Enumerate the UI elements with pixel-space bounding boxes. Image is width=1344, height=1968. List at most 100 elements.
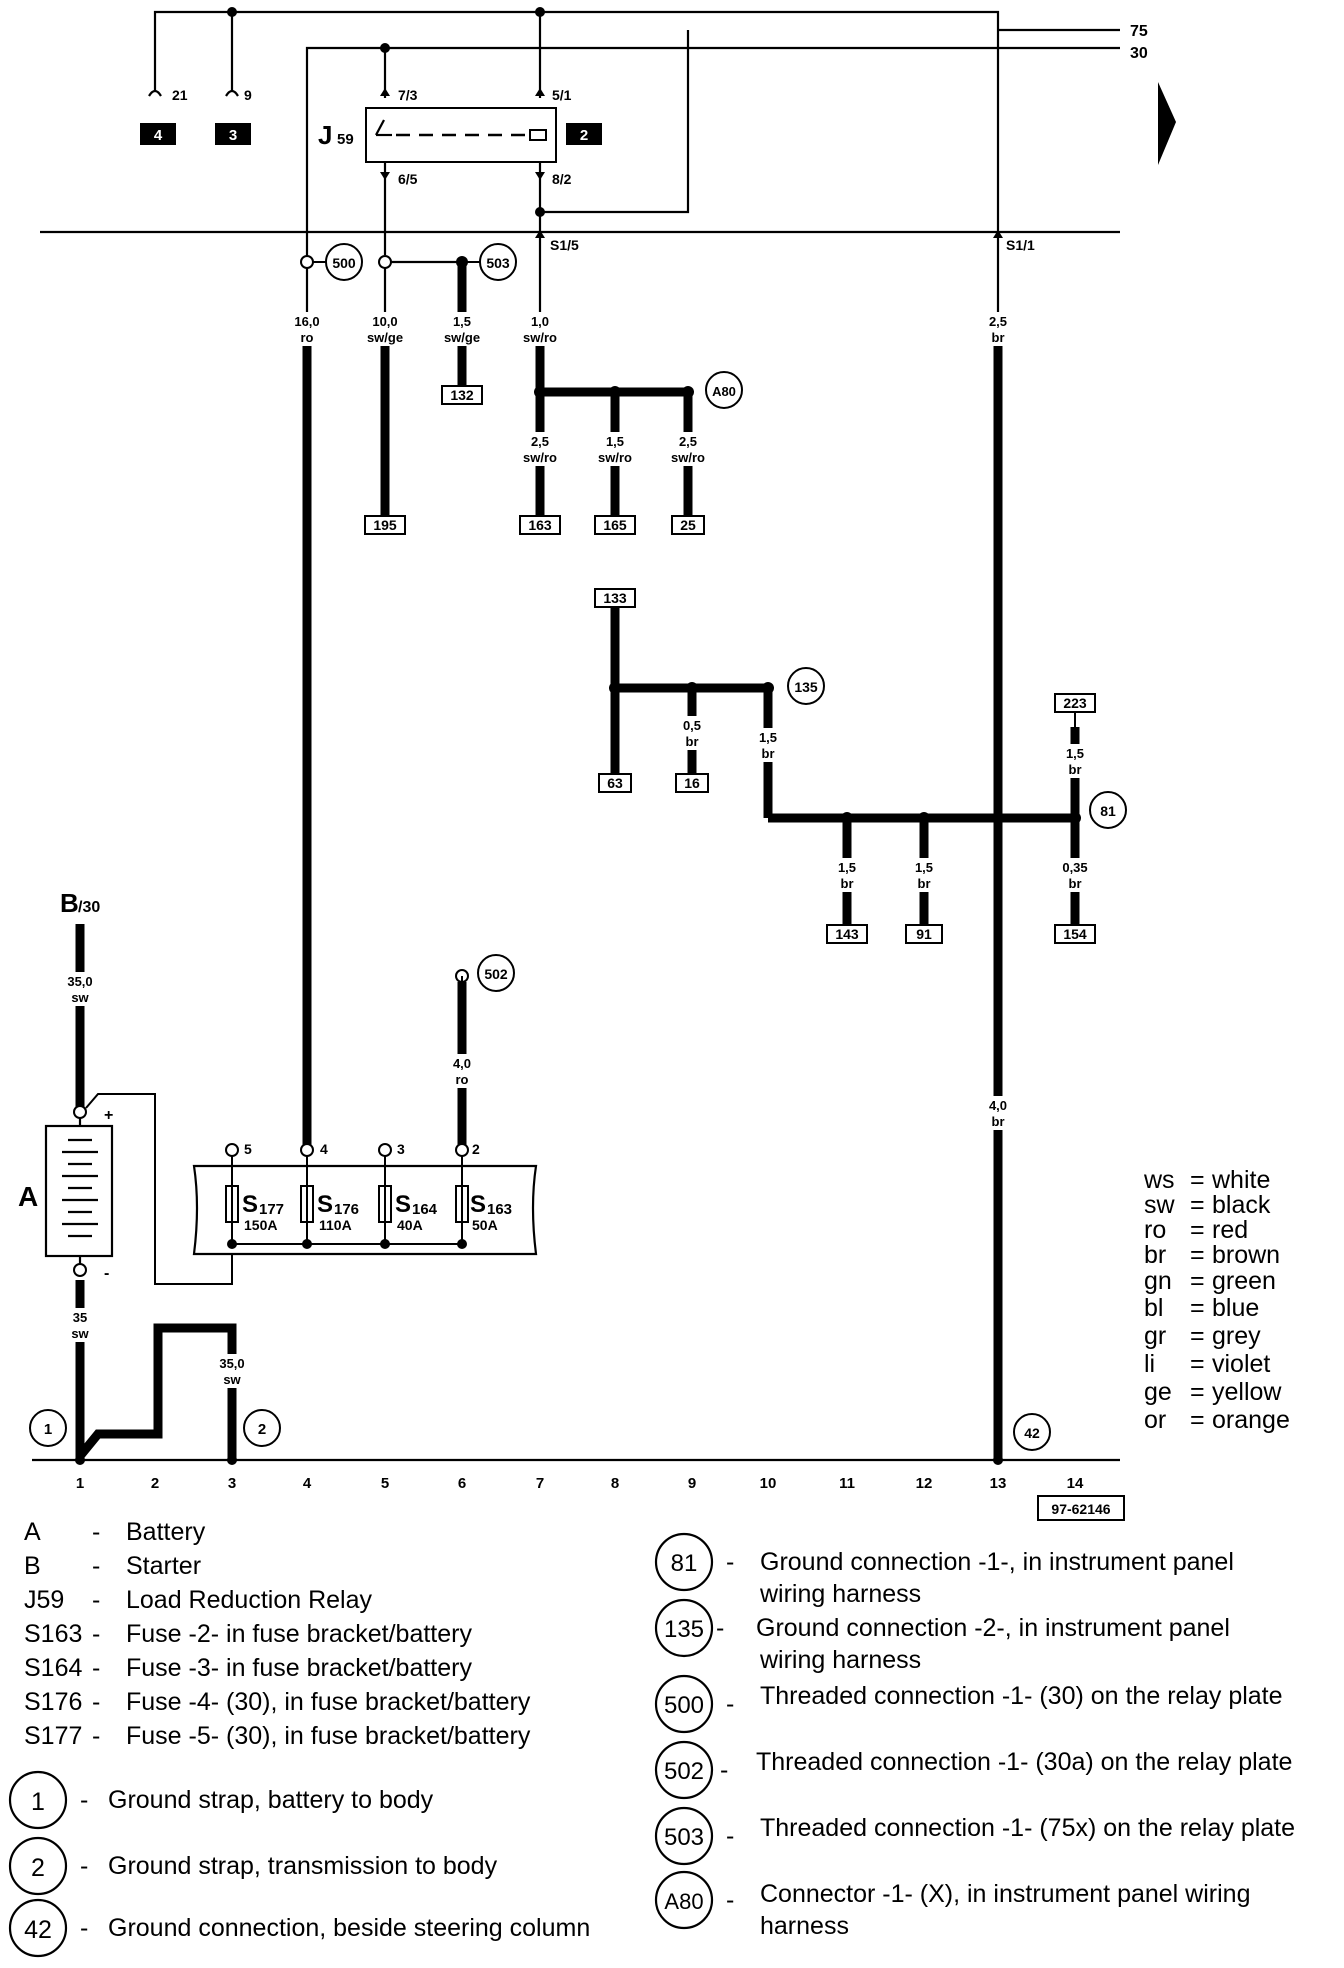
wire-size: 35 — [73, 1310, 87, 1325]
diagram-label: Ground strap, battery to body — [108, 1786, 434, 1814]
diagram-rect — [589, 432, 641, 466]
diagram-label: - — [716, 1614, 724, 1642]
fuse-num: 163 — [487, 1201, 512, 1218]
destination-boxes: 132 195 163 165 25 133 63 16 223 143 91 … — [364, 385, 1096, 944]
diagram-label: 14 — [1067, 1475, 1084, 1492]
box-223: 223 — [1063, 695, 1087, 711]
diagram-label: - — [92, 1518, 100, 1546]
wire-color: sw — [71, 1326, 89, 1341]
diagram-path — [225, 89, 239, 97]
relay-pin-8-2: 8/2 — [552, 171, 572, 187]
legend-right: 81 - Ground connection -1-, in instrumen… — [654, 1532, 1295, 1940]
diagram-circle — [535, 7, 545, 17]
diagram-label: ro — [1144, 1216, 1166, 1244]
circle-500: 500 — [332, 255, 356, 271]
diagram-circle — [8, 1836, 68, 1896]
box-25: 25 — [680, 517, 696, 533]
diagram-circle — [29, 1409, 67, 1447]
diagram-circle — [654, 1532, 714, 1592]
circle-42: 42 — [1024, 1425, 1040, 1441]
diagram-label: Battery — [126, 1518, 206, 1546]
diagram-rect — [58, 972, 102, 1006]
wire-size: 2,5 — [679, 434, 697, 449]
diagram-rect — [566, 123, 602, 145]
diagram-path — [535, 88, 545, 96]
diagram-label: 502 — [664, 1758, 704, 1785]
diagram-label: 6 — [458, 1475, 466, 1492]
fuse-rating: 110A — [319, 1217, 352, 1233]
box-91: 91 — [916, 926, 932, 942]
diagram-label: blue — [1212, 1294, 1259, 1322]
thick-wires — [75, 262, 1080, 1460]
box-63: 63 — [607, 775, 623, 791]
diagram-label: harness — [760, 1912, 849, 1940]
diagram-rect — [210, 1354, 254, 1388]
diagram-label: white — [1211, 1166, 1270, 1194]
battery-letter: A — [18, 1181, 38, 1212]
diagram-polyline — [540, 30, 690, 214]
diagram-label: = — [1190, 1166, 1205, 1194]
diagram-rect — [514, 432, 566, 466]
tag-3: 3 — [229, 127, 237, 144]
diagram-label: orange — [1212, 1406, 1290, 1434]
wire-color: br — [762, 746, 775, 761]
diagram-rect — [514, 312, 566, 346]
legend-components: A-Battery B-Starter J59-Load Reduction R… — [24, 1518, 531, 1750]
diagram-label: Ground connection, beside steering colum… — [108, 1914, 590, 1942]
legend-grounds: 1 - Ground strap, battery to body 2 - Gr… — [8, 1770, 590, 1958]
diagram-polyline — [76, 1323, 237, 1460]
battery-plus: + — [104, 1107, 113, 1124]
top-wiring — [40, 10, 1120, 255]
diagram-label: = — [1190, 1191, 1205, 1219]
wire-size: 35,0 — [219, 1356, 244, 1371]
diagram-circle — [8, 1770, 68, 1830]
diagram-circle — [227, 1455, 237, 1465]
diagram-circle — [762, 682, 774, 694]
diagram-label: - — [92, 1688, 100, 1716]
circle-135: 135 — [794, 679, 818, 695]
fuse-code: S — [395, 1191, 411, 1218]
fuse-rating: 50A — [472, 1217, 498, 1233]
diagram-label: Starter — [126, 1552, 201, 1580]
diagram-label: or — [1144, 1406, 1166, 1434]
relay-sub: 59 — [337, 131, 354, 148]
diagram-circle — [682, 386, 694, 398]
diagram-rect — [598, 773, 632, 793]
diagram-circle — [535, 207, 545, 217]
wire-labels: 16,0 ro 10,0 sw/ge 1,5 sw/ge 1,0 sw/ro 2… — [58, 312, 1098, 1388]
diagram-label: Threaded connection -1- (75x) on the rel… — [760, 1814, 1295, 1842]
diagram-label: = — [1190, 1322, 1205, 1350]
diagram-circle — [1089, 791, 1127, 829]
diagram-label: = — [1190, 1294, 1205, 1322]
bus-pin-s1-1: S1/1 — [1006, 237, 1035, 253]
box-132: 132 — [450, 387, 474, 403]
diagram-label: - — [726, 1690, 734, 1718]
relay-pin-5-1: 5/1 — [552, 87, 572, 103]
diagram-path — [192, 1164, 538, 1256]
wire-color: ro — [456, 1072, 469, 1087]
diagram-rect — [675, 773, 709, 793]
diagram-label: sw — [1144, 1191, 1176, 1219]
relay-j59: J 59 7/3 5/1 6/5 8/2 2 — [318, 87, 602, 187]
diagram-label: li — [1144, 1350, 1155, 1378]
diagram-label: S176 — [24, 1688, 82, 1716]
diagram-rect — [978, 312, 1018, 346]
fuse-code: S — [317, 1191, 333, 1218]
diagram-circle — [477, 954, 515, 992]
diagram-label: - — [80, 1852, 88, 1880]
diagram-circle — [609, 682, 621, 694]
wire-size: 1,5 — [759, 730, 777, 745]
tag-4: 4 — [154, 127, 163, 144]
rail-75-label: 75 — [1130, 23, 1148, 40]
connector-pin-9: 9 3 — [215, 87, 252, 145]
diagram-path — [380, 88, 390, 96]
fuse-rating: 150A — [244, 1217, 277, 1233]
connector-pin-21: 21 4 — [140, 87, 188, 145]
wire-size: 35,0 — [67, 974, 92, 989]
wire-color: br — [992, 1114, 1005, 1129]
diagram-circle — [227, 7, 237, 17]
diagram-label: black — [1212, 1191, 1271, 1219]
diagram-circle — [841, 812, 853, 824]
wire-size: 1,5 — [453, 314, 471, 329]
diagram-rect — [905, 924, 943, 944]
